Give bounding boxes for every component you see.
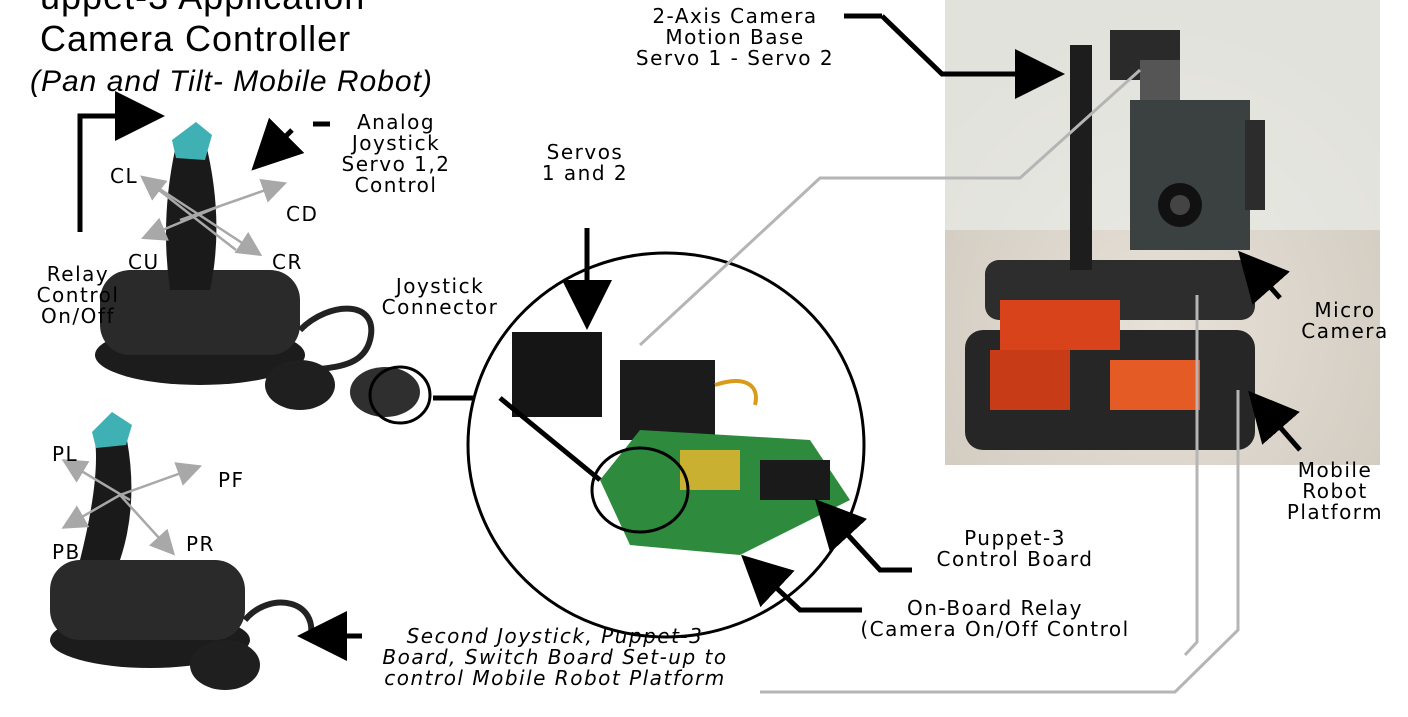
platform-direction-cross — [61, 459, 203, 556]
servo-to-camera-leader — [638, 68, 1142, 347]
page-title: Camera Controller — [40, 18, 352, 59]
mobile-robot-photo — [945, 0, 1380, 465]
direction-cl: CL — [110, 164, 139, 188]
analog-joystick-label: Analog Joystick Servo 1,2 Control — [341, 110, 451, 197]
puppet-3-control-board-image — [600, 430, 850, 555]
relay-control-label: Relay Control On/Off — [36, 262, 120, 328]
direction-cr: CR — [272, 250, 303, 274]
platform-joystick-image — [50, 412, 315, 690]
relay-highlight-circle — [590, 446, 690, 534]
camera-direction-cross — [140, 175, 288, 257]
joystick-connector-label: Joystick Connector — [381, 274, 499, 319]
direction-pf: PF — [218, 468, 245, 492]
mobile-platform-label: Mobile Robot Platform — [1286, 458, 1384, 524]
direction-cu: CU — [128, 250, 160, 274]
direction-pb: PB — [52, 540, 81, 564]
puppet-board-label: Puppet-3 Control Board — [936, 526, 1094, 571]
onboard-relay-label: On-Board Relay (Camera On/Off Control — [860, 596, 1130, 641]
second-joystick-label: Second Joystick, Puppet-3 Board, Switch … — [382, 624, 728, 690]
servo-board-circle — [466, 251, 866, 639]
direction-cd: CD — [286, 202, 319, 226]
servo-pair-image — [512, 332, 758, 440]
relay-to-camera-leader — [1183, 295, 1199, 657]
direction-pl: PL — [52, 442, 79, 466]
servos-label: Servos 1 and 2 — [541, 140, 629, 185]
direction-pr: PR — [186, 532, 215, 556]
micro-camera-label: Micro Camera — [1301, 298, 1389, 343]
camera-base-label: 2-Axis Camera Motion Base Servo 1 - Serv… — [635, 4, 835, 70]
page-subtitle: (Pan and Tilt- Mobile Robot) — [30, 65, 433, 98]
connector-highlight-circle — [368, 365, 432, 425]
page-title-partial: uppet-3 Application — [40, 0, 365, 16]
second-joystick-to-platform-leader — [760, 390, 1240, 694]
